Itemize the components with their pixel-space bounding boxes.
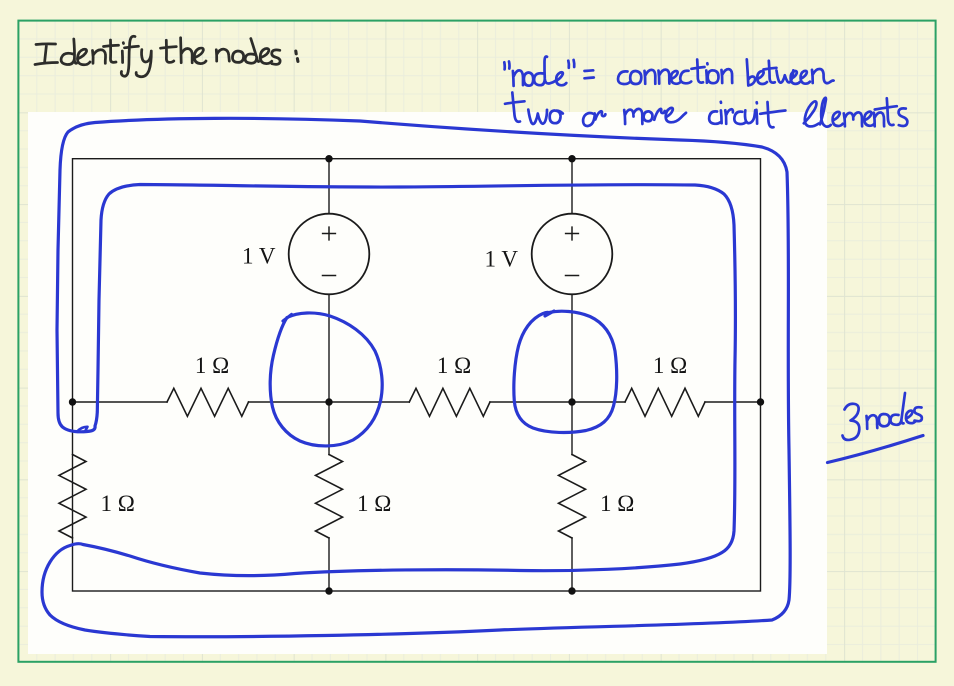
svg-text:1 Ω: 1 Ω (437, 353, 471, 378)
svg-text:1 Ω: 1 Ω (101, 491, 135, 516)
svg-text:1 Ω: 1 Ω (653, 353, 687, 378)
svg-text:1 V: 1 V (242, 244, 276, 269)
svg-text:1 Ω: 1 Ω (195, 353, 229, 378)
svg-text:1 Ω: 1 Ω (600, 491, 634, 516)
svg-text:1 Ω: 1 Ω (357, 491, 391, 516)
svg-text:1 V: 1 V (485, 247, 519, 272)
